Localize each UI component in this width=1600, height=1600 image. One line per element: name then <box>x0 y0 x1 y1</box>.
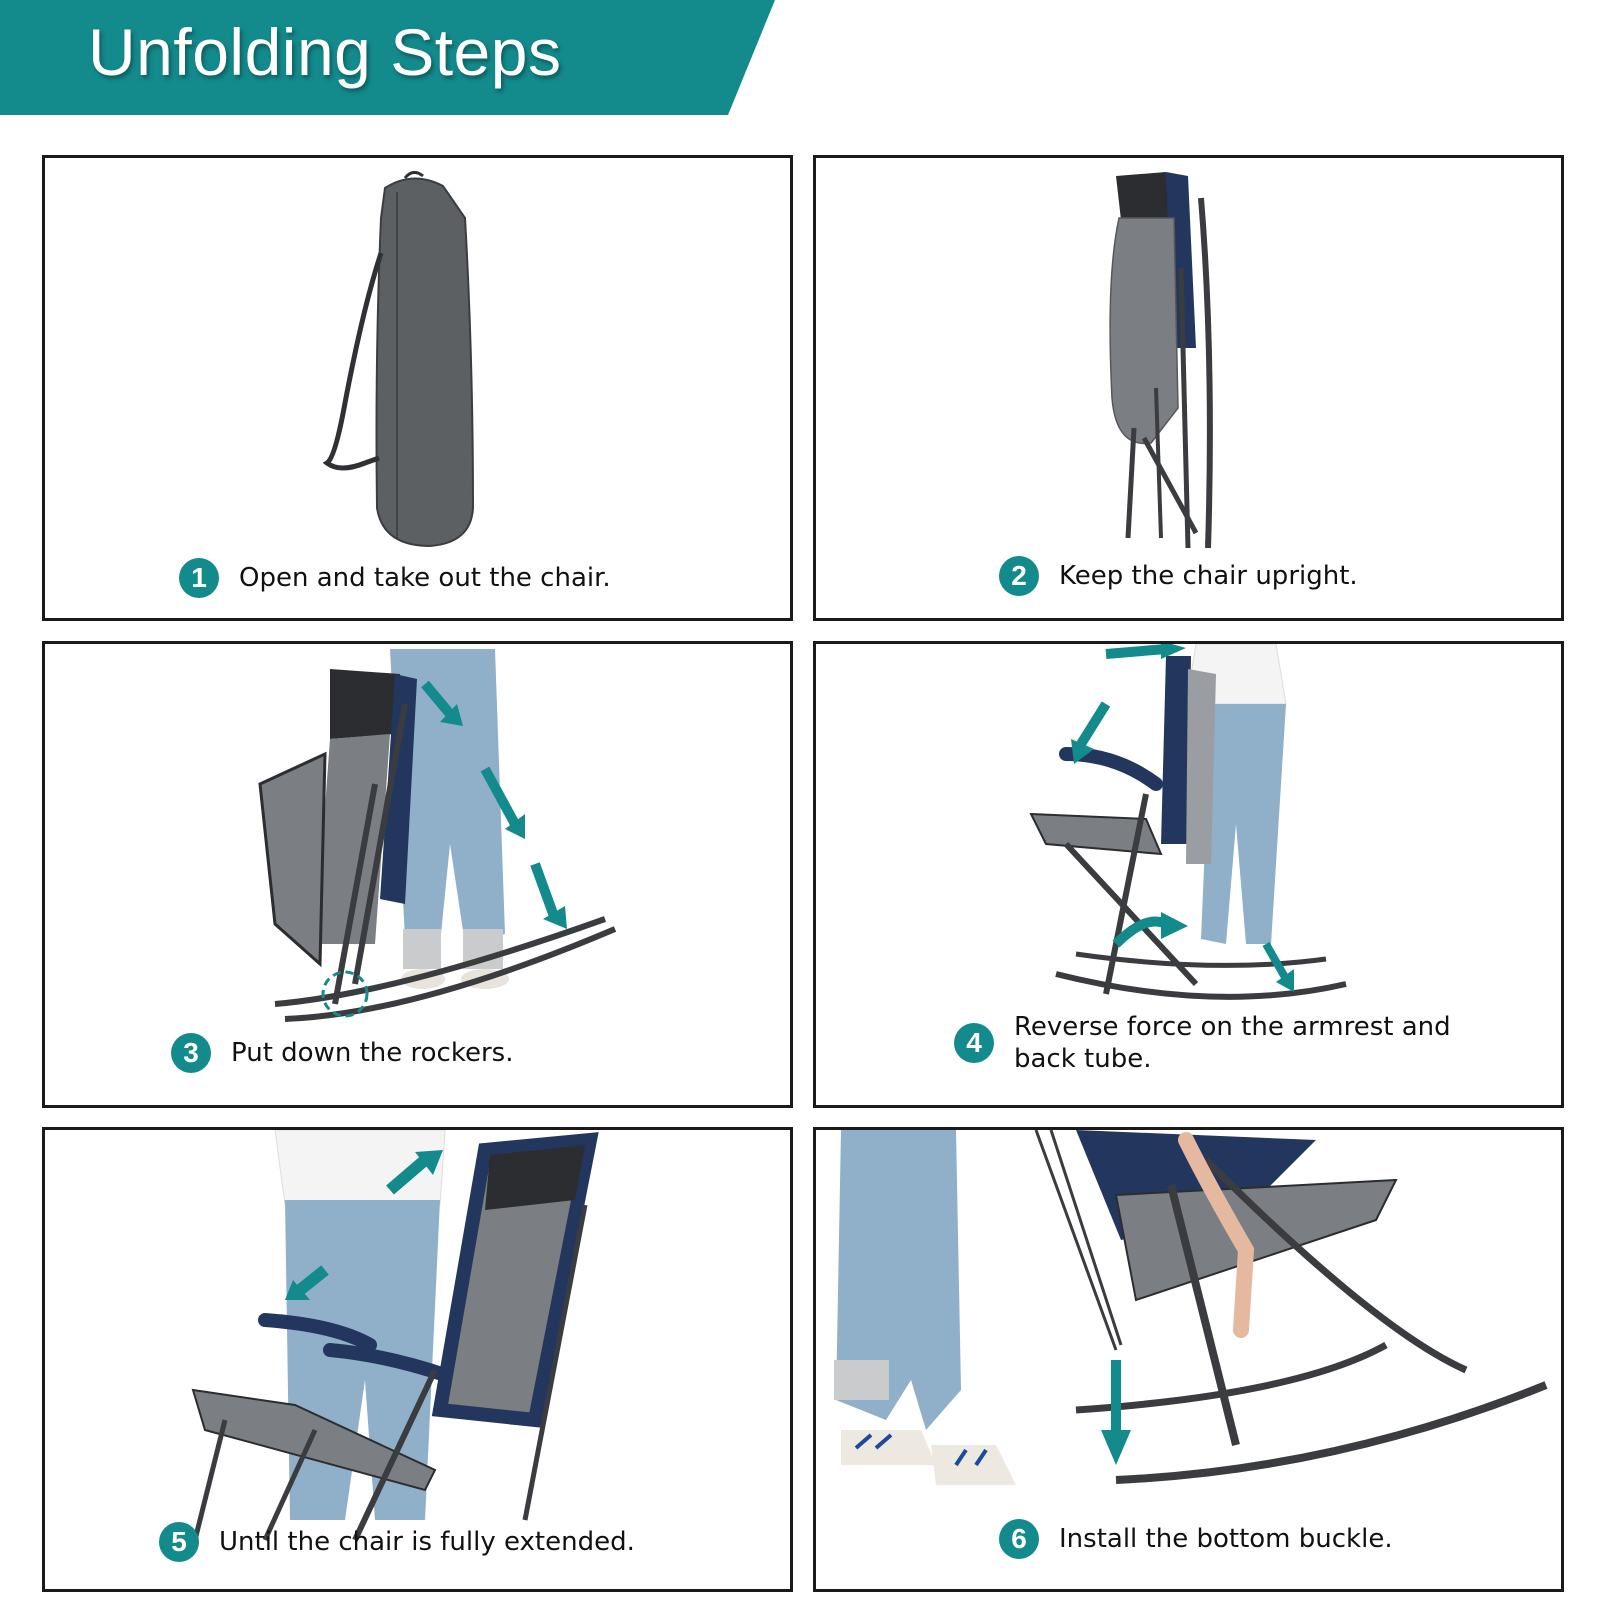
step-text-6: Install the bottom buckle. <box>1059 1524 1393 1554</box>
step-text-5: Until the chair is fully extended. <box>219 1527 635 1557</box>
carry-bag-icon <box>322 171 475 548</box>
step-number-badge-1: 1 <box>179 558 219 598</box>
step-text-2: Keep the chair upright. <box>1059 561 1358 591</box>
armrest-unfold-icon <box>1029 644 1347 1000</box>
step-panel-6: 6 Install the bottom buckle. <box>813 1127 1564 1592</box>
rocker-unfold-icon <box>258 649 617 1022</box>
step-number-badge-5: 5 <box>159 1522 199 1562</box>
step-number-badge-4: 4 <box>954 1023 994 1063</box>
step-number-badge-3: 3 <box>171 1033 211 1073</box>
step-panel-2: 2 Keep the chair upright. <box>813 155 1564 621</box>
step-number-badge-2: 2 <box>999 556 1039 596</box>
step-caption-1: 1 Open and take out the chair. <box>179 558 611 598</box>
header-banner: Unfolding Steps <box>0 0 775 115</box>
step-panel-4: 4 Reverse force on the armrest and back … <box>813 641 1564 1108</box>
folded-chair-icon <box>1109 172 1213 549</box>
page-title: Unfolding Steps <box>88 15 562 89</box>
step-caption-6: 6 Install the bottom buckle. <box>999 1519 1393 1559</box>
banner-shape <box>0 0 775 115</box>
step-panel-1: 1 Open and take out the chair. <box>42 155 793 621</box>
step-panel-5: 5 Until the chair is fully extended. <box>42 1127 793 1592</box>
step-text-1: Open and take out the chair. <box>239 563 611 593</box>
step-caption-5: 5 Until the chair is fully extended. <box>159 1522 635 1562</box>
step-text-3: Put down the rockers. <box>231 1038 514 1068</box>
step-text-4: Reverse force on the armrest and back tu… <box>1014 1011 1451 1075</box>
step-panel-3: 3 Put down the rockers. <box>42 641 793 1108</box>
step-text-4-line2: back tube. <box>1014 1044 1152 1074</box>
step-caption-3: 3 Put down the rockers. <box>171 1033 513 1073</box>
bottom-buckle-icon <box>834 1130 1548 1485</box>
step-caption-4: 4 Reverse force on the armrest and back … <box>954 1011 1451 1075</box>
extended-chair-icon <box>191 1130 599 1542</box>
step-number-badge-6: 6 <box>999 1519 1039 1559</box>
step-caption-2: 2 Keep the chair upright. <box>999 556 1358 596</box>
step-text-4-line1: Reverse force on the armrest and <box>1014 1012 1451 1042</box>
